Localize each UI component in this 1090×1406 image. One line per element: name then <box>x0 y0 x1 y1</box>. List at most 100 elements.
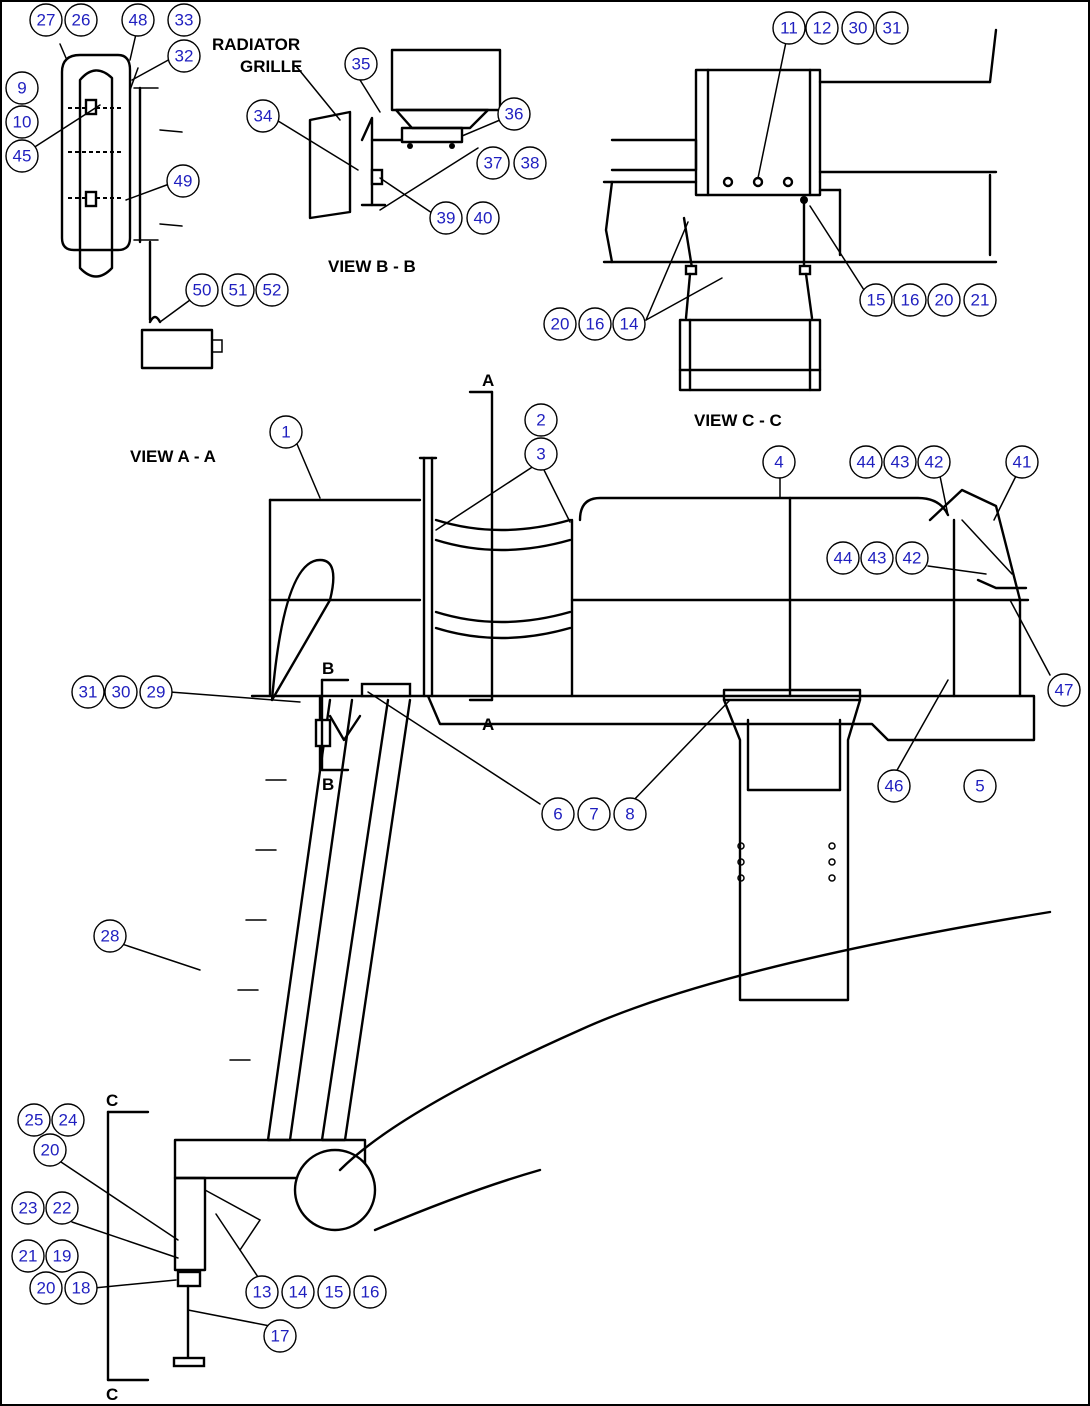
callout-number: 43 <box>891 453 910 472</box>
callout-circle <box>1005 445 1039 479</box>
callout-number: 15 <box>867 291 886 310</box>
callout-circle <box>762 445 796 479</box>
callout-circle <box>497 97 531 131</box>
callout-circle <box>263 1319 297 1353</box>
callout-number: 19 <box>53 1247 72 1266</box>
callout-number: 1 <box>281 423 290 442</box>
callout-circle <box>45 1239 79 1273</box>
callout-7: 7 <box>577 797 611 831</box>
callout-number: 12 <box>813 19 832 38</box>
callout-number: 36 <box>505 105 524 124</box>
callout-32: 32 <box>167 39 201 73</box>
callout-number: 15 <box>325 1283 344 1302</box>
callout-number: 41 <box>1013 453 1032 472</box>
callout-1: 1 <box>269 415 303 449</box>
callout-circle <box>139 675 173 709</box>
callout-21: 21 <box>11 1239 45 1273</box>
callout-35: 35 <box>344 47 378 81</box>
callout-number: 31 <box>883 19 902 38</box>
section-markers <box>106 390 494 1382</box>
callout-number: 13 <box>253 1283 272 1302</box>
callout-13: 13 <box>245 1275 279 1309</box>
callout-circle <box>64 3 98 37</box>
callout-circle <box>849 445 883 479</box>
callout-26: 26 <box>64 3 98 37</box>
callout-39: 39 <box>429 201 463 235</box>
callout-circle <box>281 1275 315 1309</box>
callout-number: 3 <box>536 445 545 464</box>
callout-number: 35 <box>352 55 371 74</box>
callout-51: 51 <box>221 273 255 307</box>
callout-circle <box>429 201 463 235</box>
callout-42: 42 <box>895 541 929 575</box>
callout-circle <box>255 273 289 307</box>
callout-16: 16 <box>893 283 927 317</box>
callout-circle <box>917 445 951 479</box>
callout-circle <box>613 797 647 831</box>
callout-number: 31 <box>79 683 98 702</box>
callout-15: 15 <box>317 1275 351 1309</box>
section-a-top: A <box>482 371 494 390</box>
callout-circle <box>167 39 201 73</box>
callout-number: 11 <box>780 19 798 38</box>
callout-circle <box>93 919 127 953</box>
callout-number: 45 <box>13 147 32 166</box>
callout-8: 8 <box>613 797 647 831</box>
callout-36: 36 <box>497 97 531 131</box>
callout-3: 3 <box>524 437 558 471</box>
view-bb-title: VIEW B - B <box>328 257 416 276</box>
callout-circle <box>5 71 39 105</box>
callout-circle <box>826 541 860 575</box>
callout-31: 31 <box>875 11 909 45</box>
callout-41: 41 <box>1005 445 1039 479</box>
callout-number: 20 <box>935 291 954 310</box>
leader-lines <box>29 33 1051 1327</box>
callout-number: 46 <box>885 777 904 796</box>
callout-37: 37 <box>476 146 510 180</box>
callout-circle <box>71 675 105 709</box>
callout-20: 20 <box>29 1271 63 1305</box>
callout-49: 49 <box>166 164 200 198</box>
callout-circle <box>466 201 500 235</box>
callout-circle <box>51 1103 85 1137</box>
callout-circle <box>167 3 201 37</box>
callout-circle <box>29 1271 63 1305</box>
callout-18: 18 <box>64 1271 98 1305</box>
section-c-bottom: C <box>106 1385 118 1404</box>
callout-47: 47 <box>1047 673 1081 707</box>
callout-number: 44 <box>834 549 853 568</box>
callout-19: 19 <box>45 1239 79 1273</box>
callout-number: 43 <box>868 549 887 568</box>
section-b-bottom: B <box>322 775 334 794</box>
callout-44: 44 <box>849 445 883 479</box>
section-b-top: B <box>322 659 334 678</box>
callout-number: 50 <box>193 281 212 300</box>
callout-circle <box>185 273 219 307</box>
callout-circle <box>577 797 611 831</box>
callout-24: 24 <box>51 1103 85 1137</box>
callout-circle <box>269 415 303 449</box>
callout-number: 21 <box>19 1247 38 1266</box>
callout-21: 21 <box>963 283 997 317</box>
callout-33: 33 <box>167 3 201 37</box>
view-cc-title: VIEW C - C <box>694 411 782 430</box>
callout-number: 7 <box>589 805 598 824</box>
callout-circle <box>353 1275 387 1309</box>
callout-20: 20 <box>543 307 577 341</box>
section-c-top: C <box>106 1091 118 1110</box>
callout-number: 22 <box>53 1199 72 1218</box>
view-aa-title: VIEW A - A <box>130 447 216 466</box>
callout-17: 17 <box>263 1319 297 1353</box>
callout-23: 23 <box>11 1191 45 1225</box>
callout-circle <box>11 1191 45 1225</box>
callout-number: 30 <box>849 19 868 38</box>
callout-number: 32 <box>175 47 194 66</box>
callout-12: 12 <box>805 11 839 45</box>
detail-handhold <box>60 53 223 370</box>
callout-42: 42 <box>917 445 951 479</box>
callout-circle <box>513 146 547 180</box>
callout-48: 48 <box>121 3 155 37</box>
section-a-bottom: A <box>482 715 494 734</box>
callout-14: 14 <box>612 307 646 341</box>
callout-number: 42 <box>903 549 922 568</box>
